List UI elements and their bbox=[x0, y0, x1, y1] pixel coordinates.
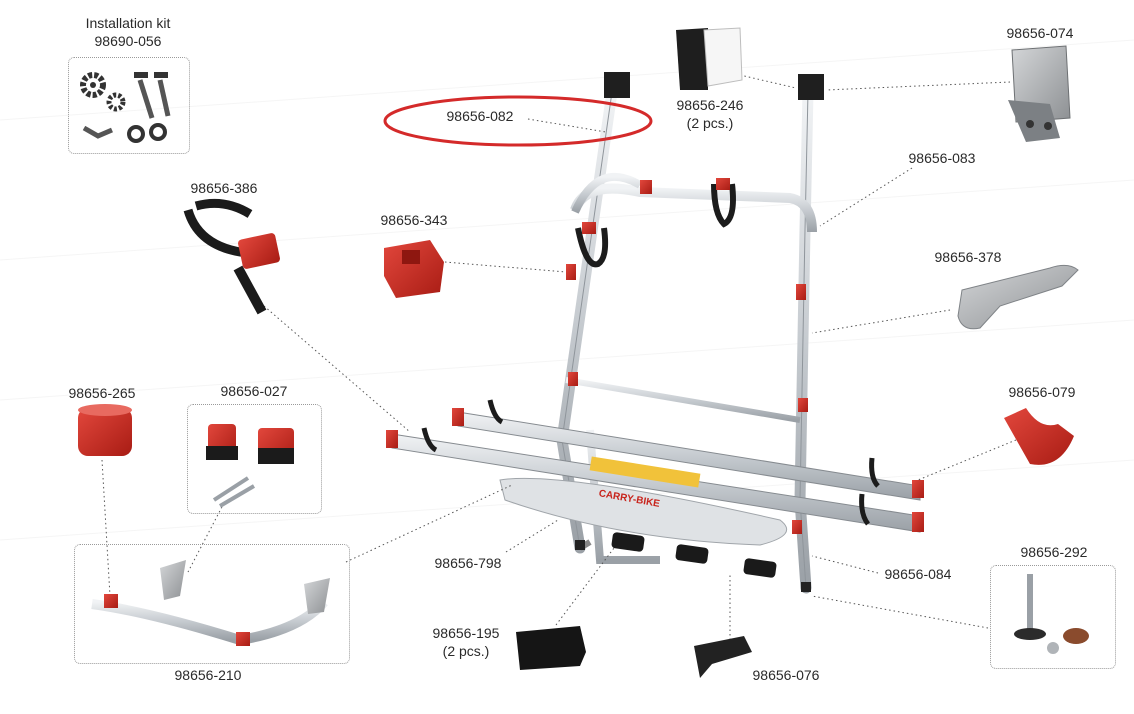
frame-clips bbox=[566, 180, 808, 534]
leader-lines bbox=[101, 74, 1017, 640]
part-98656-798-label: 98656-798 bbox=[434, 555, 502, 571]
hoop-strap-clamps bbox=[575, 178, 736, 268]
part-98656-195-label: 98656-195 bbox=[432, 625, 500, 641]
highlight-ellipse bbox=[383, 95, 653, 147]
rail-straps bbox=[421, 399, 880, 526]
part-98656-084-label: 98656-084 bbox=[884, 566, 952, 582]
wheel-rails bbox=[386, 408, 924, 533]
part-98656-386-label: 98656-386 bbox=[190, 180, 258, 196]
sleeve-195 bbox=[516, 626, 586, 670]
part-98656-076-label: 98656-076 bbox=[752, 667, 820, 683]
part-98656-265-label: 98656-265 bbox=[68, 385, 136, 401]
part-98656-210-label: 98656-210 bbox=[174, 667, 242, 683]
bracket-074 bbox=[1008, 45, 1071, 142]
caps-027 bbox=[206, 424, 294, 508]
part-98656-246-label: 98656-246 bbox=[676, 97, 744, 113]
part-98656-246-qty: (2 pcs.) bbox=[686, 115, 734, 131]
clip-378 bbox=[957, 264, 1079, 330]
part-98656-292-label: 98656-292 bbox=[1020, 544, 1088, 560]
installation-kit-icons bbox=[80, 72, 171, 143]
part-98656-195-qty: (2 pcs.) bbox=[442, 643, 490, 659]
part-98656-378-label: 98656-378 bbox=[934, 249, 1002, 265]
lower-hoop-210-box bbox=[74, 544, 350, 664]
part-98656-027-label: 98656-027 bbox=[220, 383, 288, 399]
part-98656-079-label: 98656-079 bbox=[1008, 384, 1076, 400]
bolt-set-292 bbox=[1014, 574, 1089, 654]
caps-027-box bbox=[187, 404, 322, 514]
pad-set-246 bbox=[676, 27, 743, 90]
part-98656-074-label: 98656-074 bbox=[1006, 25, 1074, 41]
installation-kit-part: 98690-056 bbox=[94, 33, 162, 49]
part-98656-082-label: 98656-082 bbox=[446, 108, 514, 124]
end-cap-265 bbox=[78, 404, 132, 456]
clip-076 bbox=[694, 636, 752, 678]
bolt-set-292-box bbox=[990, 565, 1116, 669]
red-block-343 bbox=[384, 240, 444, 298]
holder-079 bbox=[1004, 408, 1074, 465]
installation-kit-box bbox=[68, 57, 190, 154]
part-98656-343-label: 98656-343 bbox=[380, 212, 448, 228]
lower-tray: CARRY-BIKE bbox=[499, 456, 788, 546]
installation-kit-title: Installation kit bbox=[85, 15, 171, 31]
strap-386 bbox=[183, 198, 280, 315]
part-98656-083-label: 98656-083 bbox=[908, 150, 976, 166]
lower-hoop-210 bbox=[91, 560, 330, 646]
pedal-holders bbox=[611, 532, 777, 578]
